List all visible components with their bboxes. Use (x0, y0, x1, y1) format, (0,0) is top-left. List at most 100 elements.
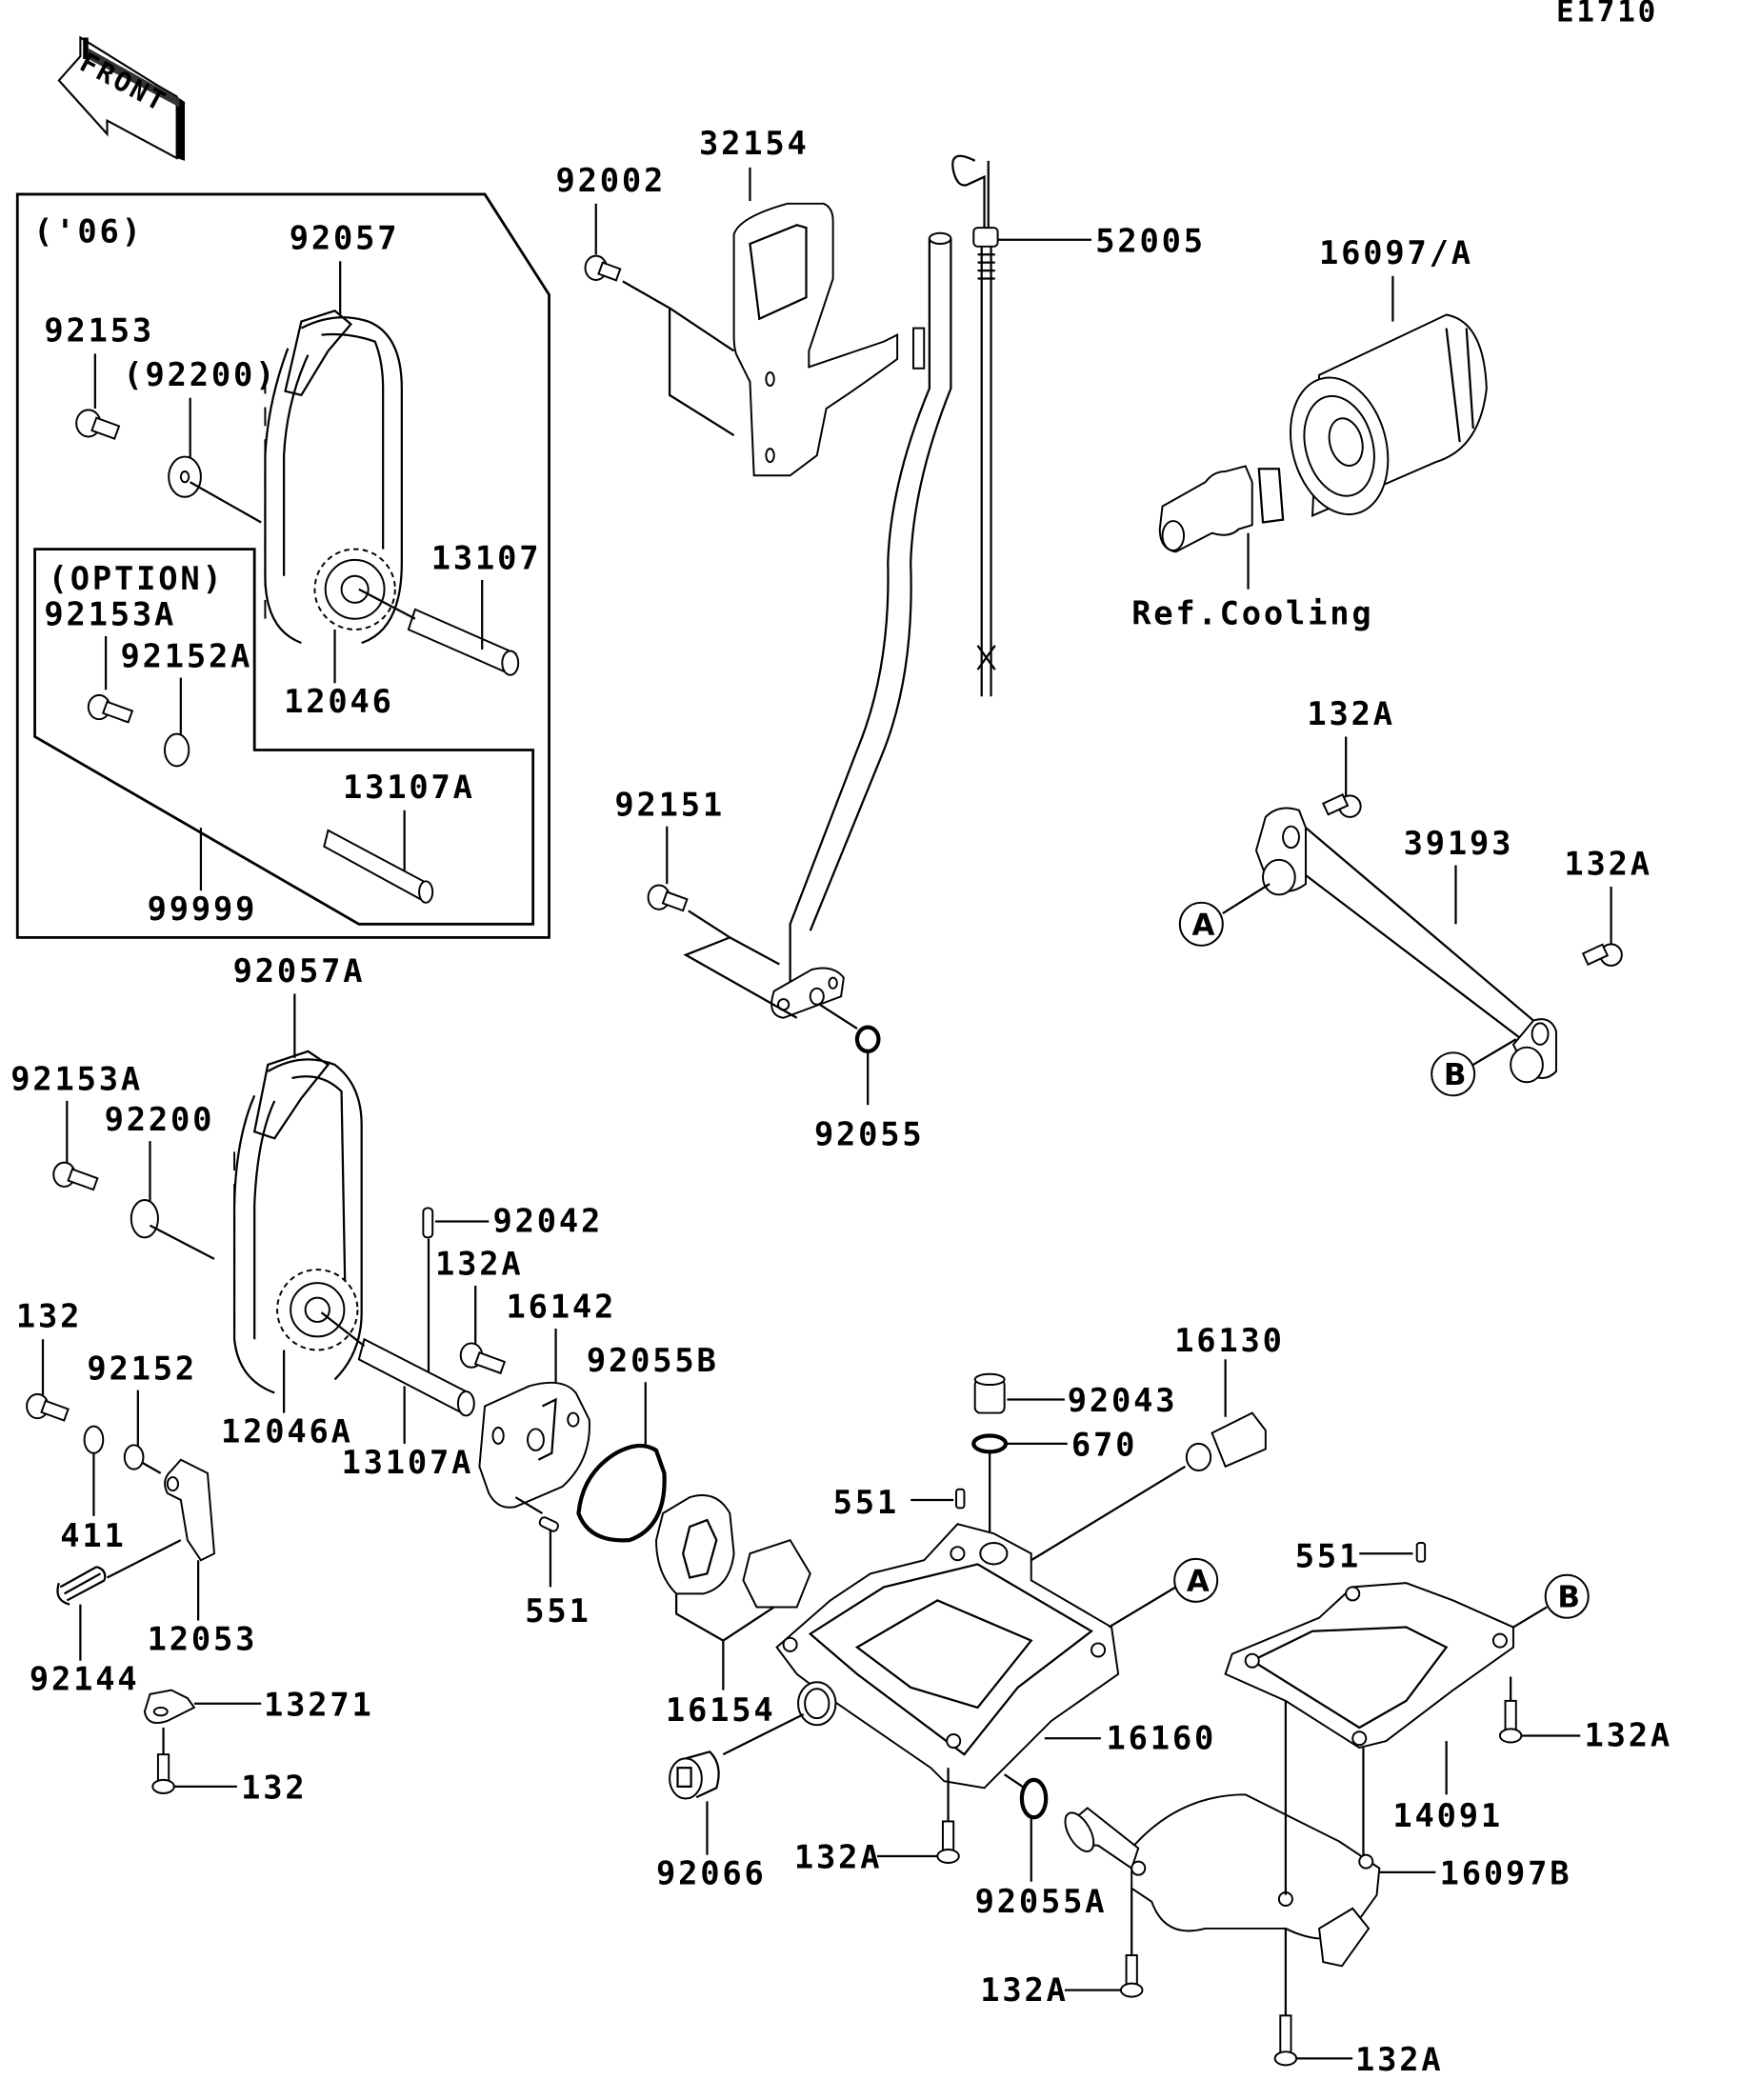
pin-92042 (422, 1207, 434, 1239)
label-92144: 92144 (30, 1661, 140, 1698)
label-92200-paren: (92200) (123, 356, 277, 393)
label-132A-strainer-left: 132A (980, 1971, 1069, 2009)
label-14091: 14091 (1392, 1797, 1503, 1834)
spring-92144 (56, 1566, 107, 1606)
label-16097A: 16097/A (1319, 234, 1473, 271)
pump-body-16160 (775, 1523, 1120, 1790)
strainer-16097B (1064, 1793, 1381, 1968)
pipe-39193 (1254, 807, 1557, 1084)
front-arrow-icon: FRONT (57, 35, 186, 161)
label-13271: 13271 (264, 1686, 374, 1723)
washer-92152 (123, 1444, 145, 1470)
chain-92057A (232, 1050, 363, 1394)
plug-92066 (669, 1750, 720, 1800)
bolt-92153A-option (87, 693, 134, 724)
bolt-92151 (647, 884, 689, 912)
bolt-132A-pump (459, 1342, 507, 1375)
ref-circle-b-pipe (1431, 1051, 1476, 1097)
label-92055A: 92055A (975, 1883, 1108, 1920)
label-92152A-option: 92152A (121, 637, 253, 674)
ref-a-pipe: A (1191, 909, 1214, 943)
ref-a-body: A (1187, 1565, 1210, 1599)
ref-b-cover: B (1557, 1580, 1580, 1614)
oil-pressure-switch-16130 (1185, 1411, 1267, 1472)
washer-92152A-option (163, 732, 190, 768)
label-16142: 16142 (507, 1289, 617, 1326)
washer-411 (83, 1425, 105, 1454)
o-ring-670 (971, 1433, 1009, 1454)
bolt-132A-top (1321, 792, 1362, 818)
bolt-92153A (52, 1161, 99, 1191)
bolt-132A-right (1581, 943, 1623, 967)
label-132A-body: 132A (794, 1839, 883, 1876)
box-2006-title: ('06) (33, 213, 144, 250)
bolt-132A-strainer-left (1119, 1954, 1144, 1998)
ref-b-pipe: B (1444, 1058, 1467, 1092)
label-92066: 92066 (656, 1855, 767, 1892)
label-132A-top: 132A (1307, 695, 1395, 732)
label-551-cover: 551 (1295, 1537, 1361, 1574)
gasket-92055B (576, 1443, 667, 1543)
label-39193: 39193 (1404, 825, 1514, 862)
rotor-16154 (655, 1494, 811, 1609)
label-132A-right: 132A (1564, 845, 1651, 882)
diagram-code: E1710 (1556, 0, 1658, 30)
label-16130: 16130 (1174, 1322, 1285, 1359)
label-13107A-option: 13107A (343, 769, 475, 806)
sprocket-12046 (313, 548, 396, 630)
label-12046: 12046 (284, 683, 394, 720)
label-12046A: 12046A (221, 1413, 353, 1450)
bracket-32154 (732, 202, 899, 477)
bolt-132A-body (936, 1820, 960, 1865)
ref-circle-b-cover (1544, 1573, 1590, 1619)
label-92002: 92002 (556, 162, 667, 199)
label-32154: 32154 (699, 125, 810, 162)
label-551-pump: 551 (525, 1592, 590, 1630)
label-92153: 92153 (44, 312, 154, 350)
bolt-132A-strainer-bottom (1273, 2014, 1298, 2067)
cooling-fitting (1158, 465, 1285, 553)
box-option-frame (33, 548, 535, 926)
label-13107A: 13107A (342, 1444, 474, 1481)
label-670: 670 (1071, 1427, 1137, 1464)
bolt-132-bottom (151, 1753, 175, 1794)
label-92152: 92152 (87, 1350, 197, 1387)
label-92057: 92057 (290, 220, 400, 257)
label-551-mid: 551 (833, 1484, 899, 1521)
bolt-132-left (26, 1392, 70, 1422)
label-92057A: 92057A (233, 952, 366, 990)
o-ring-92055 (854, 1025, 881, 1054)
label-411: 411 (60, 1517, 126, 1554)
box-2006-frame (15, 192, 550, 939)
label-92153A-option: 92153A (44, 596, 176, 633)
ref-circle-a-body (1173, 1557, 1219, 1603)
pin-551-pump (538, 1516, 559, 1532)
label-13107: 13107 (431, 540, 542, 577)
label-92055B: 92055B (587, 1342, 719, 1379)
bolt-92153 (75, 409, 121, 440)
label-16154: 16154 (666, 1691, 776, 1729)
relief-plate-12053 (164, 1458, 216, 1562)
label-92043: 92043 (1068, 1382, 1178, 1419)
label-132A-strainer-bottom: 132A (1355, 2041, 1444, 2078)
label-132-bottom: 132 (241, 1770, 307, 1807)
label-92042: 92042 (492, 1203, 603, 1240)
dipstick-52005 (951, 154, 999, 697)
pin-551-mid (955, 1488, 966, 1510)
chain-92057 (264, 310, 403, 645)
label-12053: 12053 (148, 1620, 258, 1657)
shaft-13107A (357, 1337, 475, 1417)
label-132-left: 132 (16, 1298, 82, 1335)
box-option-title: (OPTION) (49, 560, 225, 597)
label-52005: 52005 (1095, 222, 1206, 259)
dipstick-tube (770, 231, 952, 1019)
oil-filter-16097A (1290, 313, 1488, 517)
label-16160: 16160 (1106, 1720, 1216, 1757)
ref-circle-a-pipe (1178, 901, 1224, 947)
label-16097B: 16097B (1440, 1855, 1572, 1892)
washer-92200 (130, 1199, 159, 1239)
bolt-132A-cover (1498, 1699, 1523, 1744)
pin-551-cover (1415, 1541, 1427, 1563)
shaft-13107A-option (323, 829, 434, 904)
